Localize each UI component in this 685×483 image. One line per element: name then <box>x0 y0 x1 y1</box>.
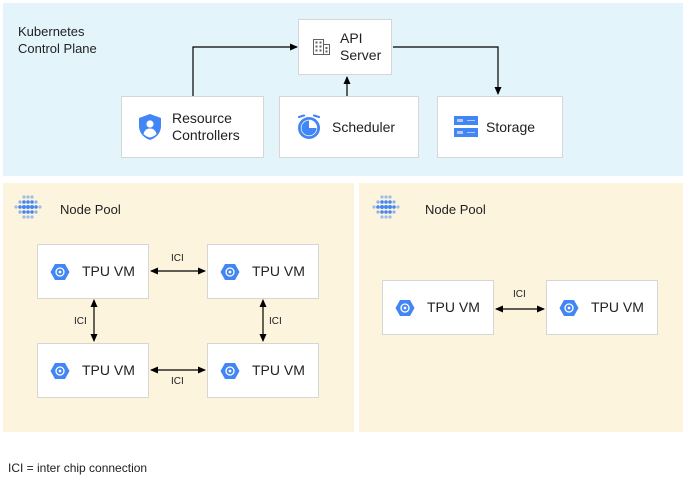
ici-label: ICI <box>171 376 184 387</box>
tpu-vm-label: TPU VM <box>82 362 135 378</box>
api-server-label: API Server <box>340 30 382 63</box>
tpu-vm-box[interactable]: TPU VM <box>207 244 319 299</box>
control-plane-title: Kubernetes Control Plane <box>18 24 97 56</box>
tpu-vm-box[interactable]: TPU VM <box>37 244 149 299</box>
tpu-vm-box[interactable]: TPU VM <box>546 280 658 335</box>
footnote: ICI = inter chip connection <box>8 461 148 475</box>
resource-controllers-label: Resource Controllers <box>172 110 240 143</box>
node-pool-title: Node Pool <box>425 202 486 217</box>
shield-person-icon <box>138 113 162 141</box>
scheduler-box[interactable]: Scheduler <box>279 96 419 158</box>
hexagon-chip-icon <box>50 362 70 380</box>
resource-controllers-box[interactable]: Resource Controllers <box>121 96 264 158</box>
tpu-vm-label: TPU VM <box>591 299 644 315</box>
tpu-vm-box[interactable]: TPU VM <box>207 343 319 398</box>
ici-label: ICI <box>74 316 87 327</box>
hexagon-chip-icon <box>220 263 240 281</box>
tpu-vm-label: TPU VM <box>252 263 305 279</box>
storage-icon <box>454 116 478 138</box>
hexagon-chip-icon <box>50 263 70 281</box>
ici-label: ICI <box>513 289 526 300</box>
dot-grid-icon <box>369 193 403 223</box>
tpu-vm-label: TPU VM <box>82 263 135 279</box>
storage-box[interactable]: Storage <box>437 96 563 158</box>
node-pool-title: Node Pool <box>60 202 121 217</box>
building-icon <box>313 39 330 55</box>
ici-label: ICI <box>171 253 184 264</box>
scheduler-label: Scheduler <box>332 118 396 135</box>
tpu-vm-label: TPU VM <box>252 362 305 378</box>
api-server-box[interactable]: API Server <box>298 19 392 75</box>
clock-icon <box>296 114 322 140</box>
storage-label: Storage <box>486 118 536 135</box>
tpu-vm-box[interactable]: TPU VM <box>382 280 494 335</box>
hexagon-chip-icon <box>559 299 579 317</box>
hexagon-chip-icon <box>220 362 240 380</box>
dot-grid-icon <box>11 193 45 223</box>
ici-label: ICI <box>269 316 282 327</box>
hexagon-chip-icon <box>395 299 415 317</box>
tpu-vm-label: TPU VM <box>427 299 480 315</box>
tpu-vm-box[interactable]: TPU VM <box>37 343 149 398</box>
